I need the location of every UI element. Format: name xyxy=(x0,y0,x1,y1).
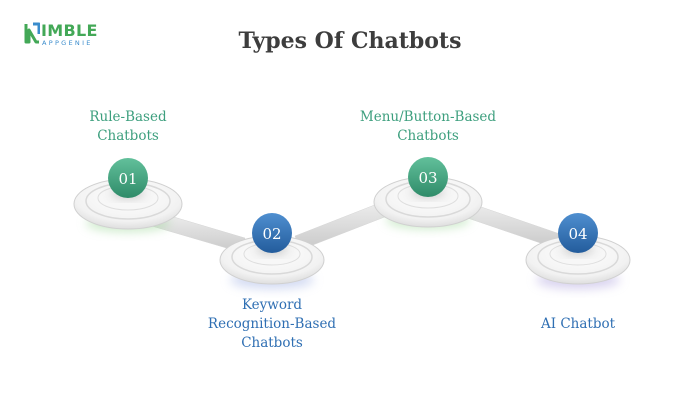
step-label-02-line-2: Recognition-Based xyxy=(207,316,337,332)
step-label-04: AI Chatbot xyxy=(528,315,628,334)
brand-tagline: APPGENIE xyxy=(42,39,93,47)
step-label-01: Rule-Based Chatbots xyxy=(68,108,188,146)
step-node-04 xyxy=(525,213,631,289)
step-node-01 xyxy=(73,158,183,232)
step-number-01: 01 xyxy=(118,170,137,188)
step-label-01-line-2: Chatbots xyxy=(97,128,159,144)
step-number-02: 02 xyxy=(262,225,281,243)
step-number-04: 04 xyxy=(568,225,587,243)
step-node-03 xyxy=(373,157,483,229)
brand-mark-icon xyxy=(24,22,40,44)
step-label-04-line-1: AI Chatbot xyxy=(540,316,616,332)
step-node-02 xyxy=(219,213,325,289)
step-label-02: Keyword Recognition-Based Chatbots xyxy=(197,296,347,353)
step-label-03: Menu/Button-Based Chatbots xyxy=(348,108,508,146)
step-label-01-line-1: Rule-Based xyxy=(89,109,167,125)
page-title: Types Of Chatbots xyxy=(238,28,462,54)
brand-logo: IMBLE APPGENIE xyxy=(24,18,144,58)
step-label-02-line-3: Chatbots xyxy=(241,335,303,351)
step-label-03-line-2: Chatbots xyxy=(397,128,459,144)
brand-name: IMBLE xyxy=(41,21,98,40)
step-label-02-line-1: Keyword xyxy=(241,297,303,313)
step-number-03: 03 xyxy=(418,169,437,187)
step-label-03-line-1: Menu/Button-Based xyxy=(359,109,497,125)
